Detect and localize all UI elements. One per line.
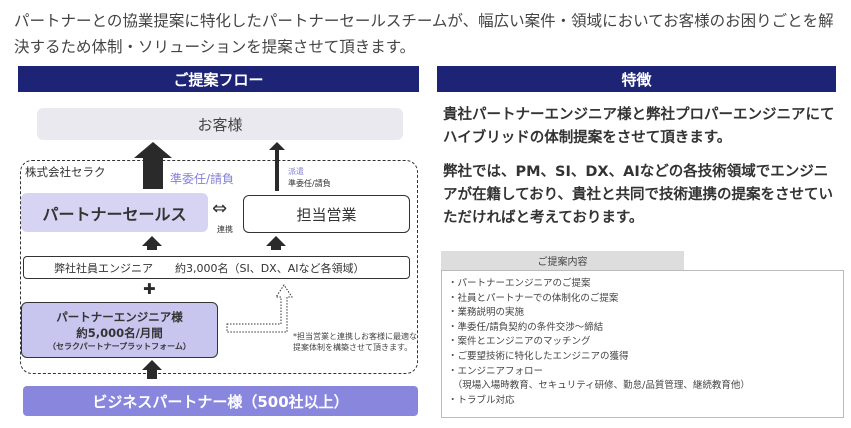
list-item: ・準委任/請負契約の条件交渉～締結 xyxy=(448,321,604,333)
partner-engineers-count: 約5,000名/月間 xyxy=(76,325,163,340)
intro-text: パートナーとの協業提案に特化したパートナーセールスチームが、幅広い案件・領域にお… xyxy=(14,12,834,56)
arrow-up-icon xyxy=(266,236,286,246)
link-arrow-icon: ⇔ xyxy=(212,198,228,219)
partner-engineers-title: パートナーエンジニア様 xyxy=(56,309,183,324)
arrow-stem xyxy=(147,245,157,250)
business-partners-bar: ビジネスパートナー様（500社以上） xyxy=(23,386,418,416)
flow-header: ご提案フロー xyxy=(18,66,419,92)
list-item: ・ご要望技術に特化したエンジニアの獲得 xyxy=(448,350,629,362)
feature-paragraph-1: 貴社パートナーエンジニア様と弊社プロパーエンジニアにてハイブリッドの体制提案をさ… xyxy=(443,107,835,146)
contract-label-right: 準委任/請負 xyxy=(288,179,331,188)
arrow-stem xyxy=(271,245,281,250)
partner-engineers-platform: （セラクパートナープラットフォーム） xyxy=(48,341,191,351)
features-header: 特徴 xyxy=(437,66,836,92)
list-item: ・トラブル対応 xyxy=(448,394,515,406)
sales-rep-box: 担当営業 xyxy=(243,195,410,233)
customer-box: お客様 xyxy=(37,108,403,140)
arrow-up-icon xyxy=(142,360,162,370)
partner-engineers-box: パートナーエンジニア様 約5,000名/月間 （セラクパートナープラットフォーム… xyxy=(21,302,218,358)
list-item: （現場入場時教育、セキュリティ研修、勤怠/品質管理、継続教育他） xyxy=(448,380,750,392)
list-item: ・業務説明の実施 xyxy=(448,307,525,319)
proposal-tab: ご提案内容 xyxy=(441,251,684,270)
company-frame xyxy=(20,160,418,374)
employee-engineers-box: 弊社社員エンジニア 約3,000名（SI、DX、AIなど各領域） xyxy=(23,256,410,279)
link-label: 連携 xyxy=(217,225,233,234)
arrow-up-icon xyxy=(134,142,172,158)
note-text: *担当営業と連携しお客様に最適な提案体制を構築させて頂きます。 xyxy=(293,332,417,352)
proposal-list: ・パートナーエンジニアのご提案 ・社員とパートナーでの体制化のご提案 ・業務説明… xyxy=(441,270,844,418)
arrow-stem xyxy=(147,369,157,379)
feature-paragraph-2: 弊社では、PM、SI、DX、AIなどの各技術領域でエンジニアが在籍しており、貴社… xyxy=(443,164,834,226)
dispatch-label: 派遣 xyxy=(288,167,304,176)
arrow-stem xyxy=(143,157,163,189)
contract-label: 準委任/請負 xyxy=(170,172,235,186)
company-label: 株式会社セラク xyxy=(25,165,106,179)
arrow-up-icon xyxy=(269,142,285,150)
partner-sales-box: パートナーセールス xyxy=(21,193,208,232)
list-item: ・案件とエンジニアのマッチング xyxy=(448,336,591,348)
list-item: ・パートナーエンジニアのご提案 xyxy=(448,278,591,289)
dotted-arrow-icon xyxy=(226,283,296,333)
plus-icon: ✚ xyxy=(143,280,156,298)
arrow-stem xyxy=(275,150,279,191)
arrow-up-icon xyxy=(142,236,162,246)
list-item: ・エンジニアフォロー xyxy=(448,365,544,377)
list-item: ・社員とパートナーでの体制化のご提案 xyxy=(448,292,619,304)
